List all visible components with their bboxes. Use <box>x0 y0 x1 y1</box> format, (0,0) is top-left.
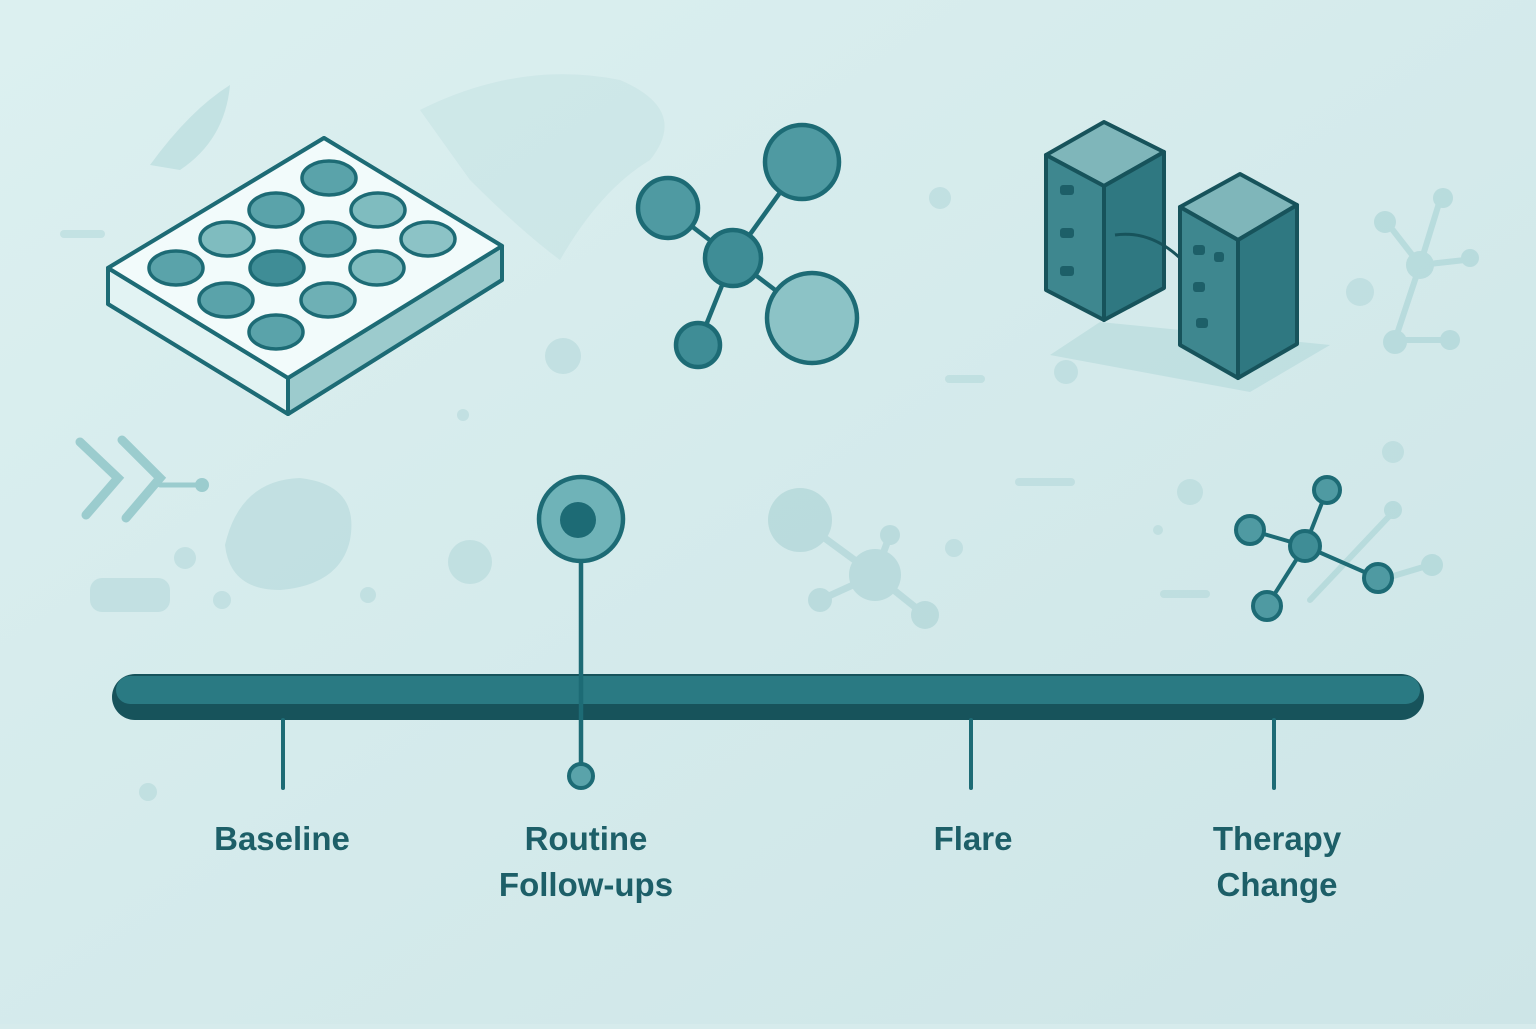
milestone-label-routine-follow-ups: Routine Follow-ups <box>436 816 736 908</box>
server-icon <box>1044 120 1330 392</box>
well-plate-icon <box>106 136 504 416</box>
timeline-bar <box>112 674 1424 720</box>
milestone-text: Flare <box>933 820 1013 857</box>
milestone-text: Therapy <box>1212 820 1342 857</box>
milestone-text-line2: Follow-ups <box>498 866 674 903</box>
timeline-ticks <box>281 718 1276 790</box>
faint-molecule-left <box>768 488 939 629</box>
milestone-text: Routine <box>524 820 648 857</box>
molecule-icon <box>635 122 860 370</box>
timeline-marker-pin <box>536 474 626 790</box>
milestone-label-flare: Flare <box>823 816 1123 862</box>
molecule-small-icon <box>1234 475 1394 622</box>
background-decorations <box>60 74 1404 801</box>
milestone-text: Baseline <box>214 820 350 857</box>
milestone-label-baseline: Baseline <box>132 816 432 862</box>
milestone-text-line2: Change <box>1216 866 1338 903</box>
faint-molecule-right <box>1307 188 1479 603</box>
background-chevrons <box>75 435 209 523</box>
milestone-label-therapy-change: Therapy Change <box>1127 816 1427 908</box>
